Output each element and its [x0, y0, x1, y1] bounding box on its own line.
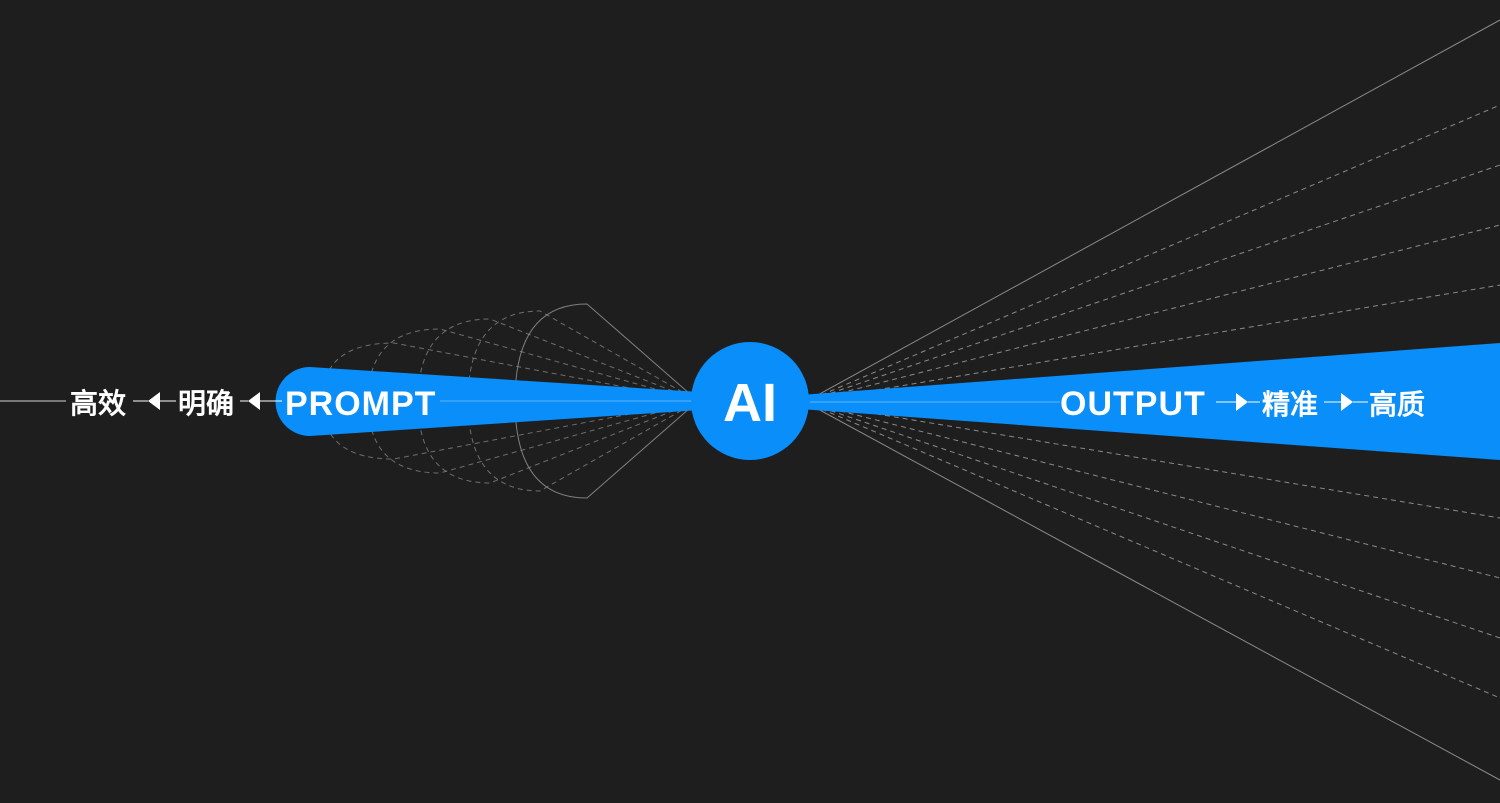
chain-item-efficient: 高效 — [70, 387, 126, 420]
arrow-right-icon — [1341, 393, 1353, 411]
output-label: OUTPUT — [1060, 385, 1206, 423]
arrow-left-icon — [148, 392, 160, 410]
chain-item-precise: 精准 — [1262, 388, 1318, 421]
chain-item-high-quality: 高质 — [1369, 388, 1425, 421]
fan-line-dashed — [804, 224, 1500, 403]
chain-item-clear: 明确 — [178, 387, 234, 420]
fan-line-solid — [804, 401, 1500, 781]
ai-node — [691, 342, 809, 460]
prompt-beam — [275, 367, 700, 436]
fan-line-solid — [804, 19, 1500, 403]
lens-outline-dashed — [367, 328, 700, 474]
prompt-label: PROMPT — [285, 385, 436, 423]
output-fan-lines — [804, 19, 1500, 781]
fan-line-dashed — [804, 401, 1500, 579]
fan-line-dashed — [804, 284, 1500, 403]
fan-line-dashed — [804, 401, 1500, 519]
lens-outline-dashed — [417, 318, 700, 484]
output-beam — [800, 343, 1500, 460]
arrow-right-icon — [1236, 393, 1248, 411]
ai-label: AI — [723, 373, 777, 433]
arrow-left-icon — [248, 392, 260, 410]
